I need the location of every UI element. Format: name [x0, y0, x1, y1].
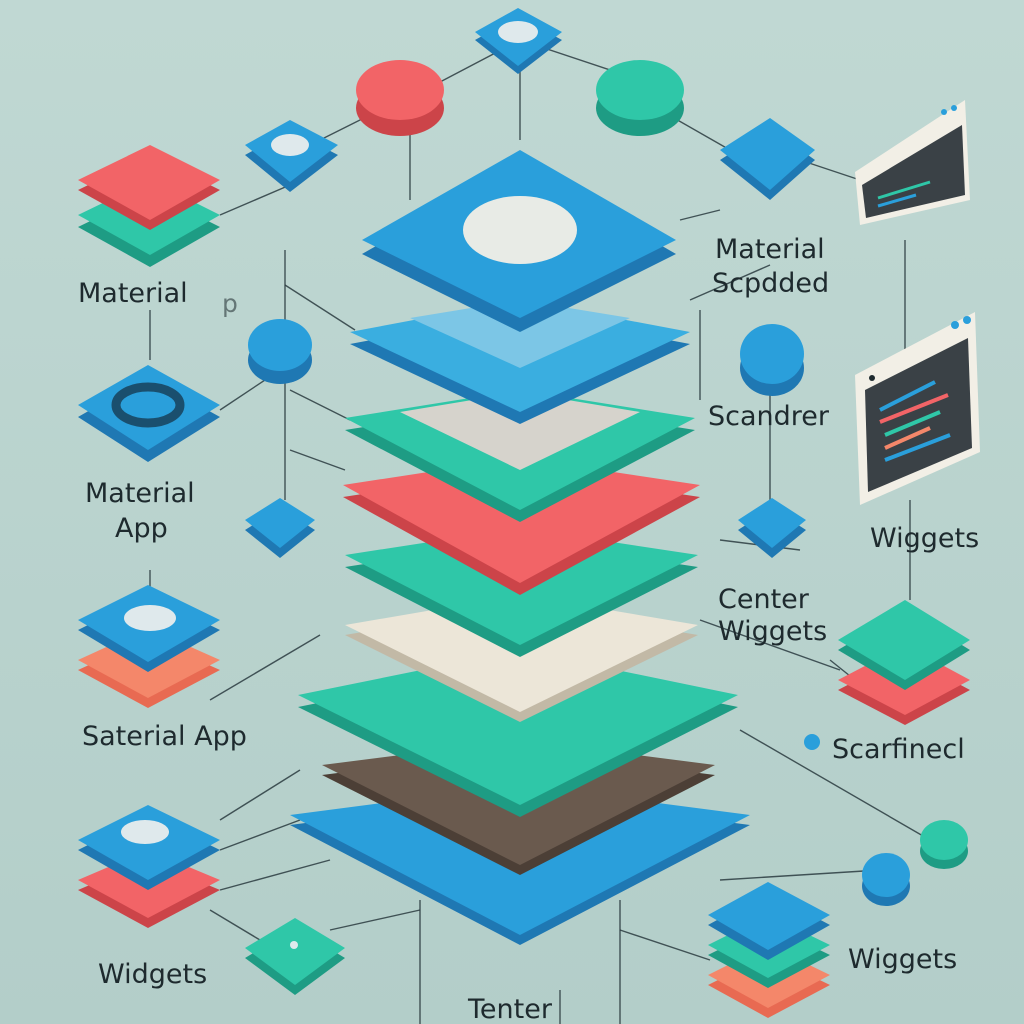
stack-layer-7 [298, 650, 738, 817]
code-window-right [855, 312, 980, 505]
blue-dot-bottom-right [862, 853, 910, 906]
ring-icon [111, 382, 185, 428]
top-circle-tile [475, 8, 562, 74]
label-material-fragment: p [222, 289, 238, 318]
label-center-1: Center [718, 584, 810, 615]
label-tenter: Tenter [467, 994, 553, 1024]
label-material-top-left: Material [78, 278, 188, 309]
right-stack-bottom [708, 882, 830, 1018]
central-widget-stack [290, 150, 750, 945]
dot-tile-left [248, 319, 312, 384]
left-stack-middle [78, 585, 220, 708]
code-window-top [855, 100, 970, 225]
window-dot-icon [869, 375, 875, 381]
label-widgets-bottom-left: Widgets [98, 959, 207, 990]
circle-icon [498, 21, 538, 43]
label-material-right-1: Material [715, 234, 825, 265]
right-stack-middle [838, 600, 970, 725]
blue-dot-right [740, 324, 804, 396]
circle-icon [124, 605, 176, 631]
circle-icon [463, 196, 577, 264]
teal-tile-bottom [245, 918, 345, 995]
small-cube-left [245, 498, 315, 558]
label-saterial-app: Saterial App [82, 721, 247, 752]
coral-cube [356, 60, 444, 136]
window-dot-icon [941, 109, 947, 115]
left-stack-top [78, 145, 220, 267]
teal-cube [596, 60, 684, 136]
left-circle-tile [245, 120, 338, 192]
stack-layer-1 [362, 150, 676, 332]
window-dot-icon [951, 321, 959, 329]
left-stack-bottom [78, 805, 220, 928]
label-material-right-2: Scpdded [712, 268, 829, 299]
dot-icon [804, 734, 820, 750]
circle-icon [121, 820, 169, 844]
window-dot-icon [951, 105, 957, 111]
label-widgets-bottom-right: Wiggets [848, 944, 957, 975]
circle-icon [271, 134, 309, 156]
label-material-app-1: Material [85, 478, 195, 509]
stack-layer-3 [345, 390, 695, 522]
label-scaffold-right: Scarfinecl [832, 734, 965, 765]
right-blue-cube [720, 118, 815, 200]
label-scandrer: Scandrer [708, 401, 830, 432]
label-center-2: Wiggets [718, 616, 827, 647]
label-widgets-right: Wiggets [870, 523, 979, 554]
dot-icon [290, 941, 298, 949]
teal-dot-right [920, 820, 968, 869]
ring-tile [78, 365, 220, 462]
stack-layer-2 [350, 300, 690, 424]
small-cube-right [738, 498, 806, 558]
label-material-app-2: App [115, 513, 168, 544]
window-dot-icon [963, 316, 971, 324]
